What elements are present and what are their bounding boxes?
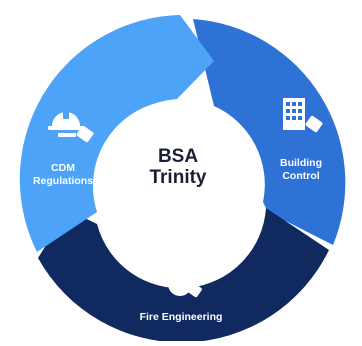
center-circle	[105, 99, 257, 251]
hard-hat-icon	[48, 110, 94, 143]
cdm-label-line1: CDM	[51, 162, 75, 174]
building-control-label: Building Control	[266, 157, 336, 183]
center-title: BSA Trinity	[111, 146, 245, 188]
center-title-line1: BSA	[157, 146, 199, 167]
building-label-line1: Building	[280, 157, 322, 169]
segment-fire-engineering	[38, 208, 329, 343]
center-title-line2: Trinity	[149, 167, 207, 188]
cdm-regulations-label: CDM Regulations	[28, 162, 98, 188]
building-label-line2: Control	[282, 170, 320, 182]
segment-cdm-regulations	[19, 15, 215, 252]
flame-icon	[168, 262, 202, 298]
segment-building-control	[193, 19, 346, 245]
fire-label-line1: Fire Engineering	[139, 311, 223, 323]
building-icon	[283, 98, 323, 133]
fire-engineering-label: Fire Engineering	[121, 311, 241, 324]
cdm-label-line2: Regulations	[32, 175, 94, 187]
